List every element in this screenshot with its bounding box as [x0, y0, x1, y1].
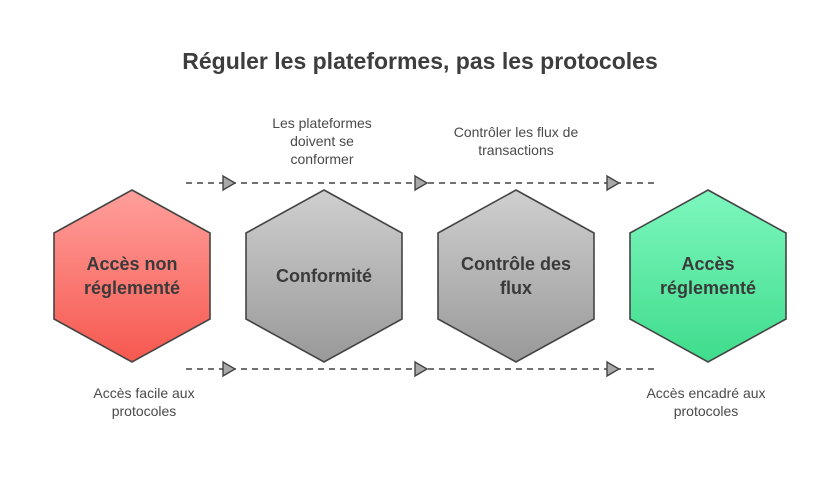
hexagon-compliance	[245, 189, 403, 363]
hexagon-regulated-access	[629, 189, 787, 363]
caption-top-control-flows: Contrôler les flux de transactions	[453, 124, 579, 158]
caption-bottom-easy-access: Accès facile aux protocoles	[93, 385, 195, 419]
hexagon-unregulated-access	[53, 189, 211, 363]
top-arrow-3	[606, 174, 621, 192]
diagram-title: Réguler les plateformes, pas les protoco…	[182, 48, 658, 74]
bottom-arrow-1	[222, 360, 237, 378]
bottom-arrow-2	[414, 360, 429, 378]
bottom-arrow-3	[606, 360, 621, 378]
caption-top-platforms-comply: Les plateformes doivent se conformer	[272, 115, 372, 167]
top-arrow-2	[414, 174, 429, 192]
top-arrow-1	[222, 174, 237, 192]
node-label-compliance: Conformité	[276, 266, 372, 286]
caption-bottom-framed-access: Accès encadré aux protocoles	[646, 385, 766, 419]
node-label-flow-control: Contrôle des flux	[460, 254, 571, 298]
node-label-regulated-access: Accès réglementé	[659, 254, 757, 298]
node-label-unregulated-access: Accès non réglementé	[83, 254, 181, 298]
hexagon-flow-control	[437, 189, 595, 363]
